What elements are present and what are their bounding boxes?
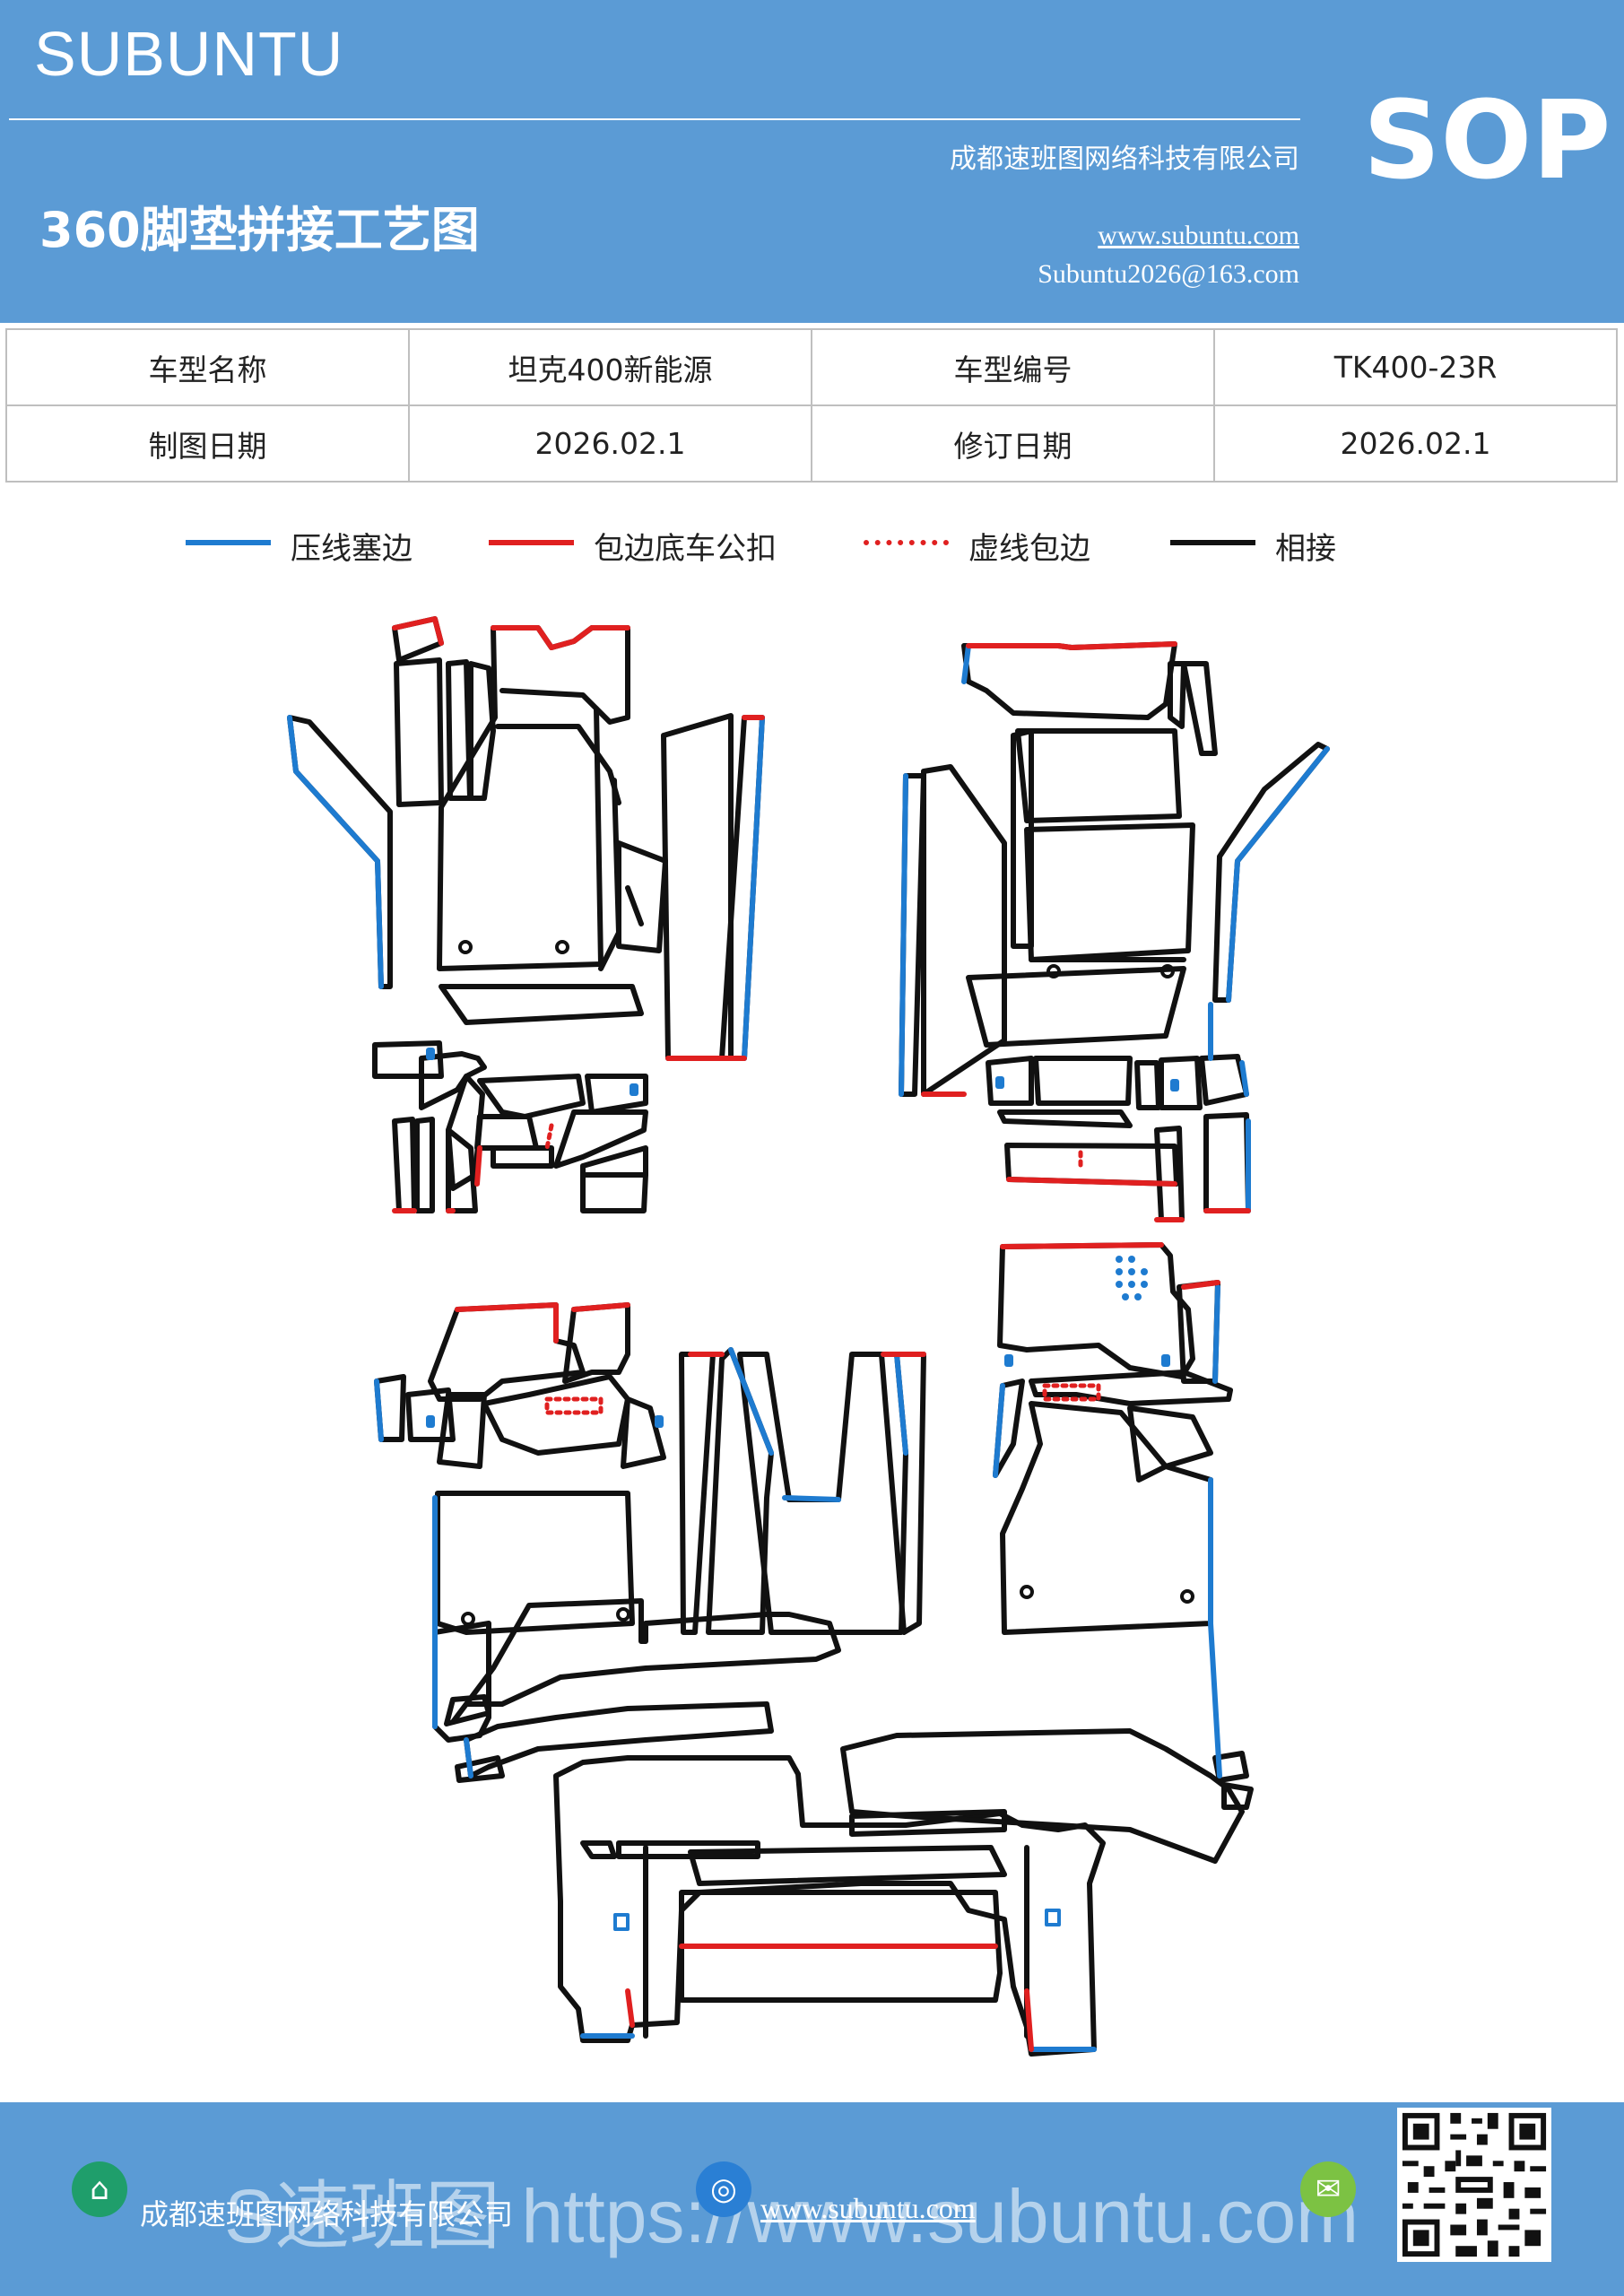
- table-cell: TK400-23R: [1213, 328, 1618, 406]
- floor-mat-diagram: [287, 616, 1330, 2057]
- website-link[interactable]: www.subuntu.com: [1098, 221, 1299, 250]
- qr-code[interactable]: [1397, 2108, 1551, 2262]
- legend-swatch: [864, 540, 949, 545]
- table-cell: 2026.02.1: [1213, 404, 1618, 483]
- table-cell: 车型编号: [811, 328, 1215, 406]
- table-cell: 制图日期: [5, 404, 410, 483]
- table-cell: 坦克400新能源: [408, 328, 812, 406]
- legend-label: 包边底车公扣: [594, 531, 777, 567]
- header-divider: [9, 118, 1300, 120]
- footer-watermark: S速班图 https://www.subuntu.com: [224, 2174, 1359, 2258]
- globe-icon: ◎: [696, 2161, 751, 2217]
- legend-swatch: [489, 540, 574, 545]
- table-row: 制图日期 2026.02.1 修订日期 2026.02.1: [5, 404, 1618, 483]
- legend-label: 虚线包边: [968, 531, 1090, 567]
- legend-swatch: [186, 540, 271, 545]
- table-cell: 车型名称: [5, 328, 410, 406]
- pressed-edge-lines: [287, 643, 1330, 2052]
- table-cell: 2026.02.1: [408, 404, 812, 483]
- footer-website-link[interactable]: www.subuntu.com: [760, 2192, 976, 2224]
- legend-label: 压线塞边: [291, 531, 413, 567]
- table-cell: 修订日期: [811, 404, 1215, 483]
- legend-swatch: [1170, 540, 1255, 545]
- clip-markers: [426, 1048, 1179, 1931]
- legend-label: 相接: [1275, 531, 1336, 567]
- mount-holes: [458, 940, 1194, 1626]
- building-icon: ⌂: [72, 2161, 127, 2217]
- brand-logo-text: SUBUNTU: [34, 19, 344, 89]
- mat-outlines: [287, 616, 1330, 2057]
- footer-company-name: 成都速班图网络科技有限公司: [140, 2197, 514, 2231]
- table-row: 车型名称 坦克400新能源 车型编号 TK400-23R: [5, 328, 1618, 406]
- footer-band: S速班图 https://www.subuntu.com ⌂ 成都速班图网络科技…: [0, 2102, 1624, 2296]
- dotted-edge-lines: [544, 1123, 1101, 1415]
- header-band: SUBUNTU 360脚垫拼接工艺图 成都速班图网络科技有限公司 www.sub…: [0, 0, 1624, 323]
- wechat-icon: ✉: [1300, 2161, 1356, 2217]
- line-legend: 压线塞边 包边底车公扣 虚线包边 相接: [0, 520, 1624, 574]
- company-name: 成都速班图网络科技有限公司: [950, 144, 1299, 175]
- document-title: 360脚垫拼接工艺图: [39, 202, 480, 258]
- sop-badge: SOP: [1363, 79, 1611, 204]
- email-address[interactable]: Subuntu2026@163.com: [1038, 259, 1299, 289]
- vehicle-info-table: 车型名称 坦克400新能源 车型编号 TK400-23R 制图日期 2026.0…: [5, 328, 1618, 483]
- wrapped-edge-lines: [392, 616, 1251, 2052]
